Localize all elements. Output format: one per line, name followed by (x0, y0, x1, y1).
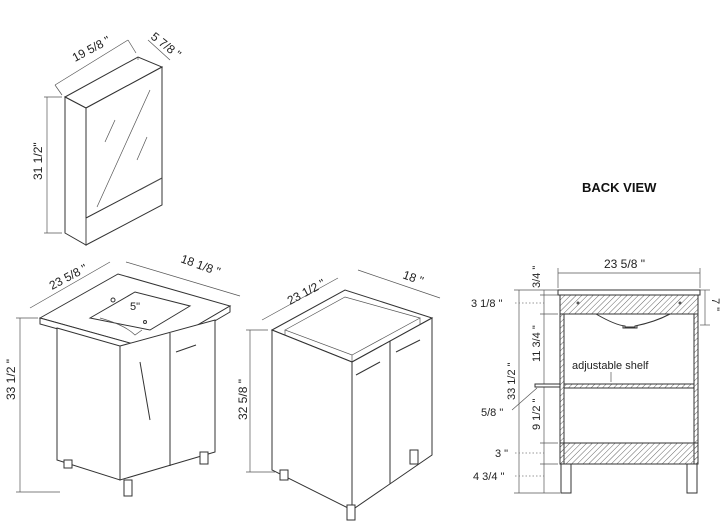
back-width-label: 23 5/8 " (604, 257, 645, 271)
upper-opening-label: 11 3/4 " (531, 325, 543, 362)
bottom-rail-label: 3 " (495, 448, 508, 460)
leg-height-label: 4 3/4 " (473, 471, 505, 483)
vanity-height-label: 33 1/2 " (4, 359, 18, 400)
top-thickness-label: 3/4 " (531, 266, 543, 288)
basin-depth-label: 7 " (709, 298, 721, 311)
mirror-width-label: 19 5/8 " (70, 33, 113, 65)
mirror-cabinet: 19 5/8 " 5 7/8 " 31 1/2" (31, 29, 184, 246)
rail-label: 3 1/8 " (471, 298, 503, 310)
lower-opening-label: 9 1/2 " (531, 398, 543, 430)
vanity-width-label: 23 5/8 " (47, 261, 90, 293)
cabinet-depth-label: 18 " (401, 268, 425, 288)
back-view: BACK VIEW 23 5/8 " adjustable shelf 7 " (471, 180, 721, 494)
total-height-label: 33 1/2 " (506, 362, 518, 400)
mirror-height-label: 31 1/2" (31, 142, 45, 180)
shelf-thickness-label: 5/8 " (481, 407, 503, 419)
back-view-title: BACK VIEW (582, 180, 657, 195)
cabinet-height-label: 32 5/8 " (236, 379, 250, 420)
vanity-cabinet: 23 1/2 " 18 " 32 5/8 " (236, 268, 441, 521)
vanity-depth-label: 18 1/8 " (179, 252, 222, 279)
sink-depth-label: 5" (130, 301, 140, 313)
vanity-with-sink: 23 5/8 " 18 1/8 " 33 1/2 " 5" (4, 252, 241, 497)
adjustable-shelf-label: adjustable shelf (572, 360, 649, 372)
